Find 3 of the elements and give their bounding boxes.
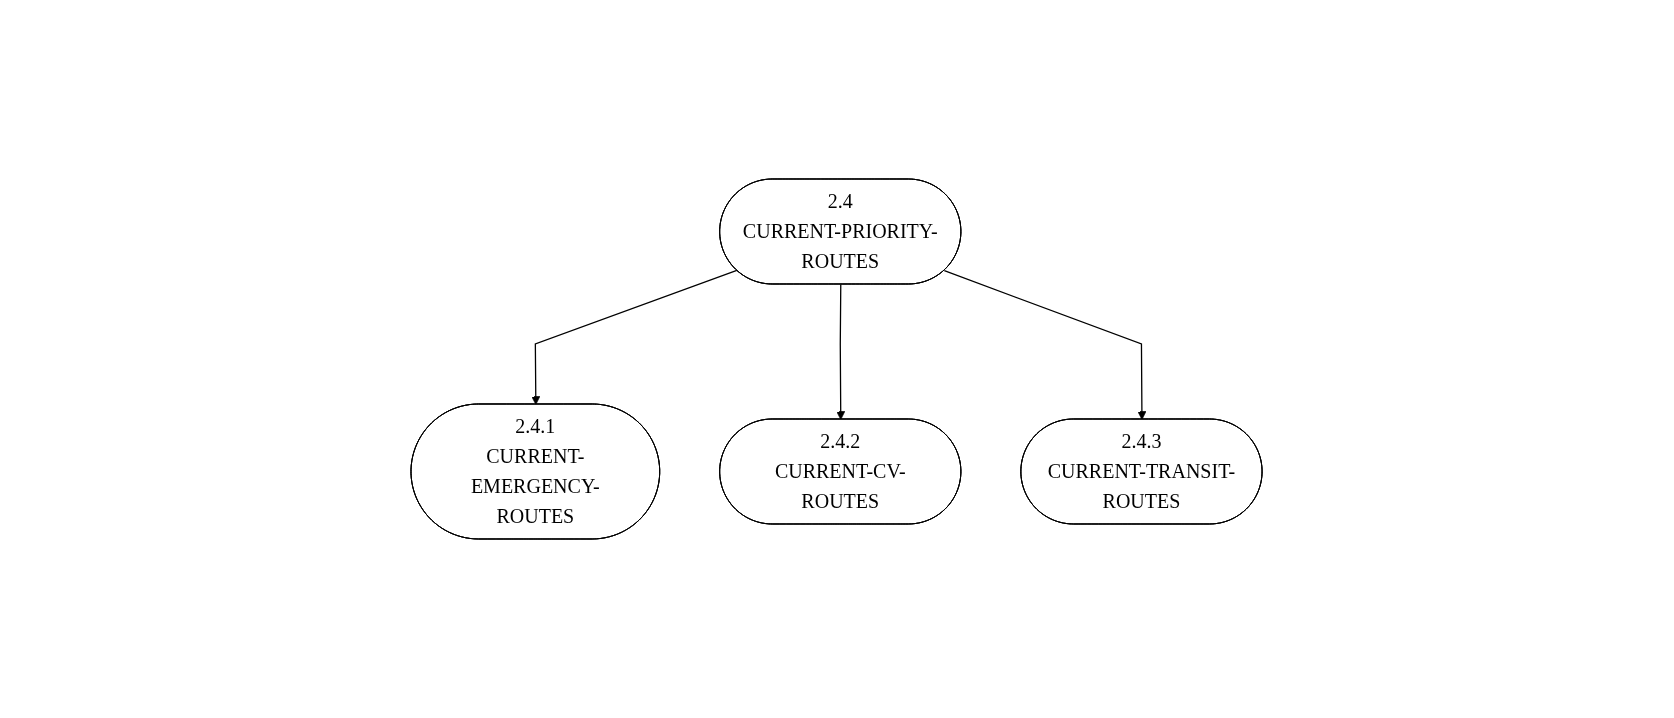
arrow bbox=[531, 269, 738, 405]
arrow bbox=[944, 270, 1147, 420]
arrow bbox=[836, 283, 846, 420]
